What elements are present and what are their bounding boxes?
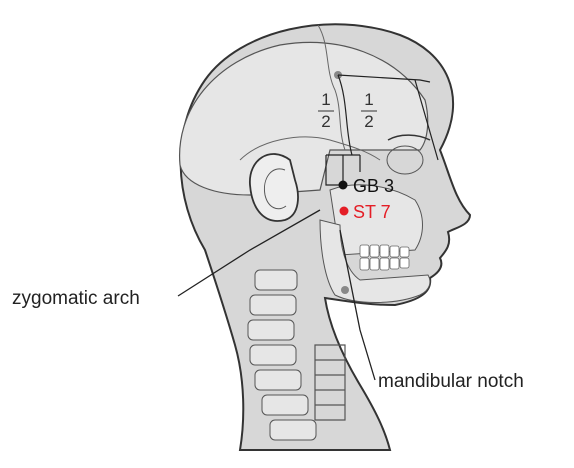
- reference-dot-jaw: [341, 286, 349, 294]
- gb3-label: GB 3: [353, 176, 394, 196]
- fraction-right-numerator: 1: [364, 90, 373, 109]
- fraction-left-denominator: 2: [321, 112, 330, 131]
- st7-label: ST 7: [353, 202, 391, 222]
- fraction-right-denominator: 2: [364, 112, 373, 131]
- fraction-left-numerator: 1: [321, 90, 330, 109]
- zygomatic-arch-label: zygomatic arch: [12, 288, 140, 309]
- gb3-point: [339, 181, 348, 190]
- mandibular-notch-label: mandibular notch: [378, 371, 524, 392]
- st7-point: [340, 207, 349, 216]
